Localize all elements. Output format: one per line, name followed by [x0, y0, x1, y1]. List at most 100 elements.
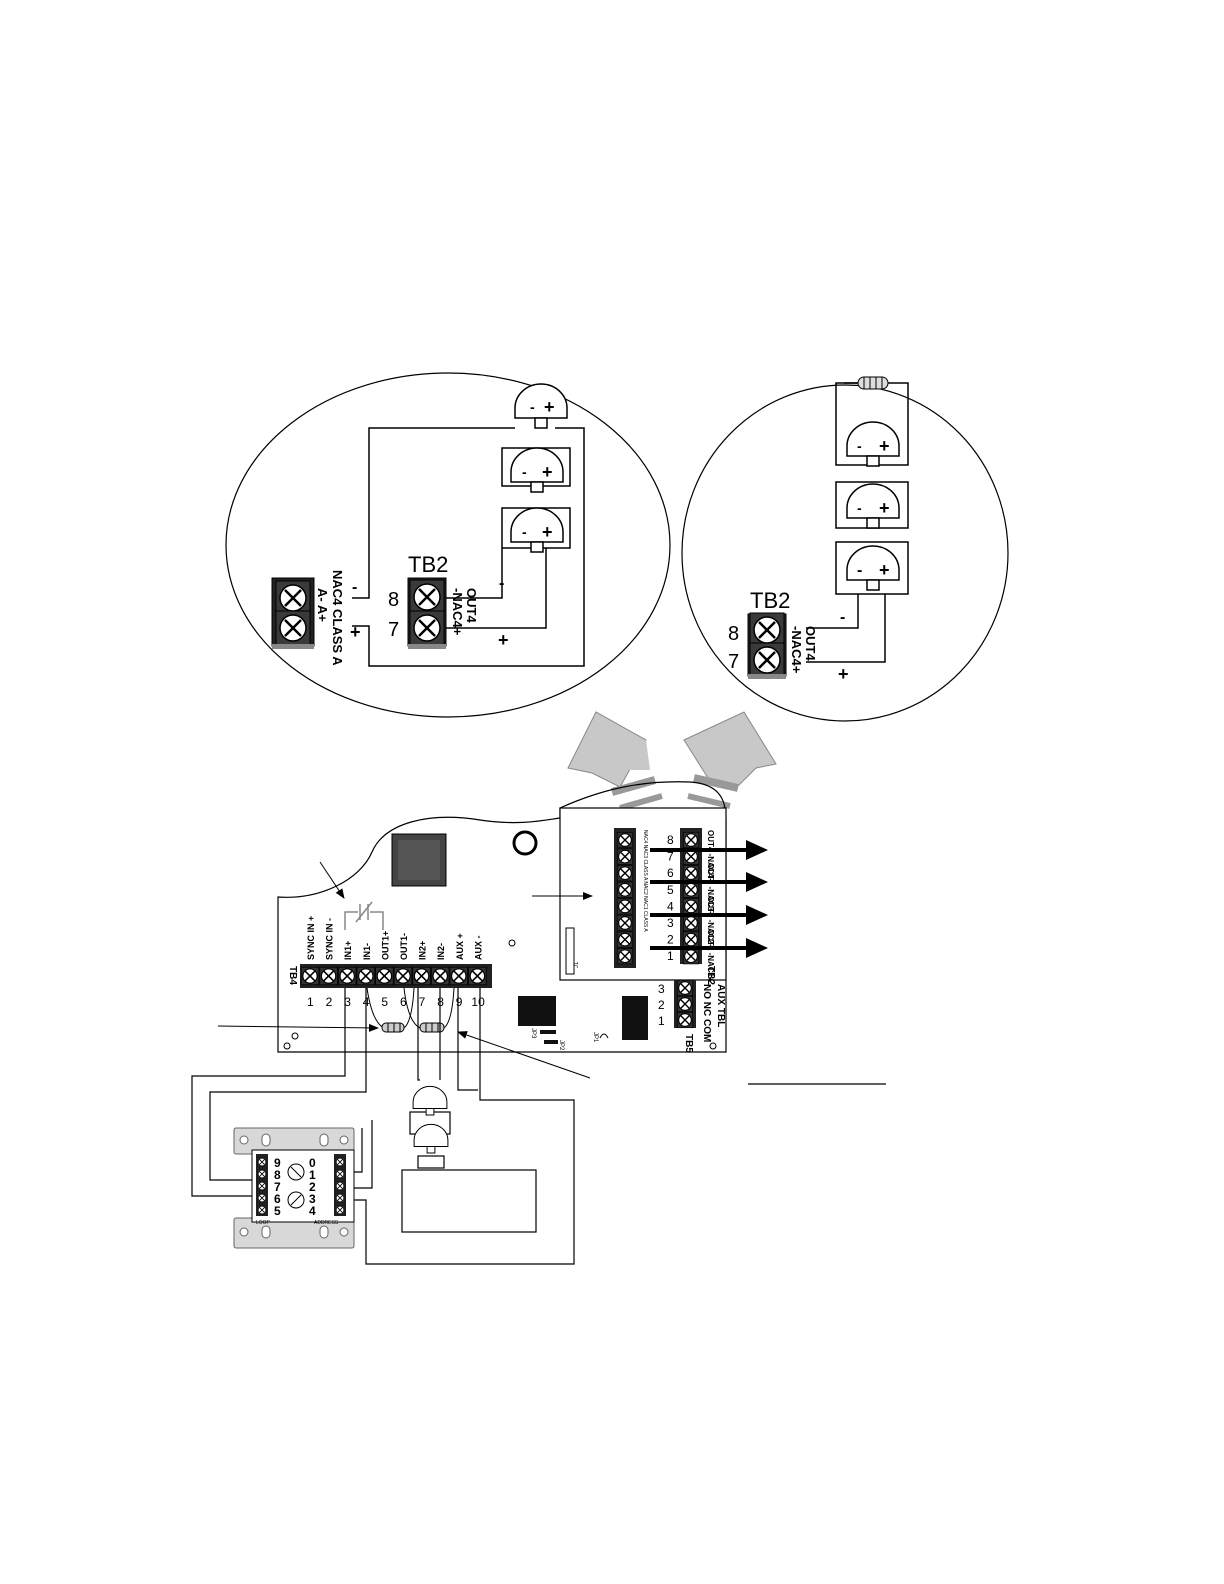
- tb4-screw-7: [412, 966, 432, 986]
- left-tb2-label: TB2: [408, 552, 448, 577]
- tb4-number-10: 10: [471, 995, 485, 1009]
- callout-arrow-right: [683, 711, 777, 809]
- right-detail-bubble: - + - + - + TB2 8 7 OUT4 -NAC4+ - +: [681, 376, 1009, 722]
- tb4-screw-5: [374, 966, 394, 986]
- board-tb2-screw-3: [682, 864, 700, 882]
- left-classa-label-b: A- A+: [315, 588, 330, 622]
- tb4-screw-6: [393, 966, 413, 986]
- right-detail-device-2: - +: [846, 483, 900, 529]
- daughter-screw-5: [616, 898, 634, 915]
- module-right-screw: [334, 1168, 346, 1180]
- daughter-screw-8: [616, 947, 634, 965]
- tb5-number-1: 1: [658, 1014, 665, 1028]
- tb4-label-3: IN1+: [343, 941, 353, 960]
- left-tb2-terminal: [407, 577, 447, 649]
- field-device-2: [413, 1123, 449, 1154]
- board-tb2-screw-5: [682, 898, 700, 915]
- board-tb2-number-3: 3: [667, 916, 674, 930]
- tb4-screw-8: [430, 966, 450, 986]
- tb4-label-5: OUT1+: [380, 931, 390, 960]
- left-detail-bubble: - + - + - + NAC4 CLASS A A- A+ - + TB2 8…: [225, 372, 671, 718]
- module-right-screw: [334, 1192, 346, 1204]
- right-tb2-text-a: OUT4: [803, 626, 818, 661]
- module-left-screw: [256, 1180, 268, 1192]
- board-tb2-label-2: OUT3 -NAC3+: [706, 863, 715, 916]
- tb4-screw-10: [467, 966, 487, 986]
- right-tb2-term-8: 8: [728, 623, 739, 645]
- daughter-screw-4: [616, 881, 634, 899]
- board-tb2-screw-4: [682, 881, 700, 899]
- right-detail-device-3: - +: [846, 545, 900, 591]
- tb5-screw-1: [676, 1011, 694, 1029]
- board-tb2-number-2: 2: [667, 933, 674, 947]
- switch-contact-icon: [344, 901, 384, 930]
- svg-text:-: -: [857, 500, 862, 516]
- module-right-screw: [334, 1204, 346, 1216]
- svg-text:-: -: [857, 562, 862, 579]
- output-arrows: [650, 840, 768, 958]
- tb4-number-8: 8: [437, 995, 444, 1009]
- jp1-label: JP1: [592, 1032, 598, 1043]
- tb4-screw-1: [300, 966, 320, 986]
- module-right-screw: [334, 1156, 346, 1168]
- right-tb2-term-7: 7: [728, 651, 739, 673]
- left-tb2-text-b: -NAC4+: [450, 588, 465, 636]
- board-tb2-number-8: 8: [667, 833, 674, 847]
- tb4-label-10: AUX -: [473, 935, 483, 960]
- tb4-label-4: IN1-: [362, 943, 372, 960]
- left-detail-device-2: - +: [510, 447, 564, 493]
- left-wire-minus-top: -: [352, 579, 357, 596]
- tb4-label-2: SYNC IN -: [325, 918, 335, 960]
- tb4-label-9: AUX +: [455, 933, 465, 960]
- board-tb2-number-1: 1: [667, 949, 674, 963]
- left-detail-device-1: - +: [514, 383, 568, 429]
- svg-text:-: -: [857, 438, 862, 454]
- tb4-screw-2: [319, 966, 339, 986]
- right-tb2-text-b: -NAC4+: [789, 626, 804, 674]
- j1-label: J1: [574, 961, 580, 968]
- board-tb2-name: TB2: [705, 966, 716, 985]
- right-detail-device-1: - +: [846, 421, 900, 467]
- right-tb2-label: TB2: [750, 588, 790, 613]
- tb4-number-3: 3: [344, 995, 351, 1009]
- svg-text:+: +: [879, 498, 890, 518]
- tb4-number-2: 2: [326, 995, 333, 1009]
- jp3-label: JP3: [530, 1028, 536, 1039]
- svg-text:+: +: [879, 436, 890, 456]
- tb5-number-2: 2: [658, 998, 665, 1012]
- tb5-screw-3: [676, 979, 694, 997]
- left-device-3-plus: +: [542, 522, 553, 542]
- tb4-label-7: IN2+: [418, 941, 428, 960]
- board-tb2-screw-7: [682, 931, 700, 948]
- module-loop-label: LOOP: [256, 1220, 271, 1226]
- tb4-number-5: 5: [381, 995, 388, 1009]
- left-tb2-text-a: OUT4: [464, 588, 479, 623]
- left-wire-plus-tb2: +: [498, 630, 509, 650]
- module-left-screw: [256, 1192, 268, 1204]
- right-tb2-terminal: [747, 611, 787, 679]
- module-left-digit: 5: [274, 1204, 281, 1218]
- board-tb2-number-6: 6: [667, 866, 674, 880]
- field-device-1: [412, 1085, 448, 1116]
- tb4-label-6: OUT1-: [399, 933, 409, 960]
- daughter-screw-6: [616, 914, 634, 932]
- left-classa-label-a: NAC4 CLASS A: [330, 570, 345, 666]
- resistor-icon: [844, 376, 889, 390]
- board-tb2-label-1: OUT4 -NAC4+: [706, 830, 715, 883]
- tb4-label-1: SYNC IN +: [306, 916, 316, 960]
- main-board: JP3 JP2 JP1 J1 NAC4 NAC3 CLASS A NAC2 NA…: [277, 781, 727, 1053]
- module-right-digit: 0: [309, 1156, 316, 1170]
- left-device-2-minus: -: [522, 464, 527, 480]
- tb5-screw-2: [676, 995, 694, 1013]
- svg-text:NAC4 NAC3 CLASS A NAC2 NAC1 C: NAC4 NAC3 CLASS A NAC2 NAC1 CLASS A: [642, 830, 648, 932]
- tb4-number-6: 6: [400, 995, 407, 1009]
- board-tb2-screw-6: [682, 914, 700, 932]
- module-right-digit: 3: [309, 1192, 316, 1206]
- tb4-label-8: IN2-: [436, 943, 446, 960]
- module-right-digit: 4: [309, 1204, 316, 1218]
- module-right-digit: 2: [309, 1180, 316, 1194]
- daughter-screw-1: [616, 831, 634, 849]
- board-tb2-number-4: 4: [667, 899, 674, 913]
